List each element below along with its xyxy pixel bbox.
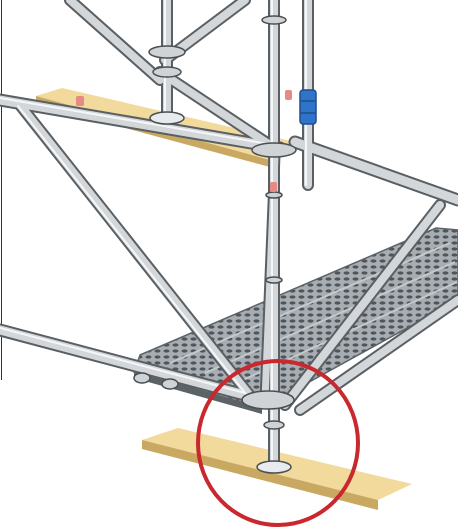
base-plates [149, 111, 292, 474]
red-markers [76, 90, 292, 192]
tube-fills [0, 0, 458, 469]
red-circle-highlight [196, 359, 360, 527]
blue-swivel-coupler [299, 89, 317, 125]
wedge-couplers [133, 15, 297, 430]
deck-rib [169, 242, 451, 364]
deck-rib [204, 261, 456, 374]
